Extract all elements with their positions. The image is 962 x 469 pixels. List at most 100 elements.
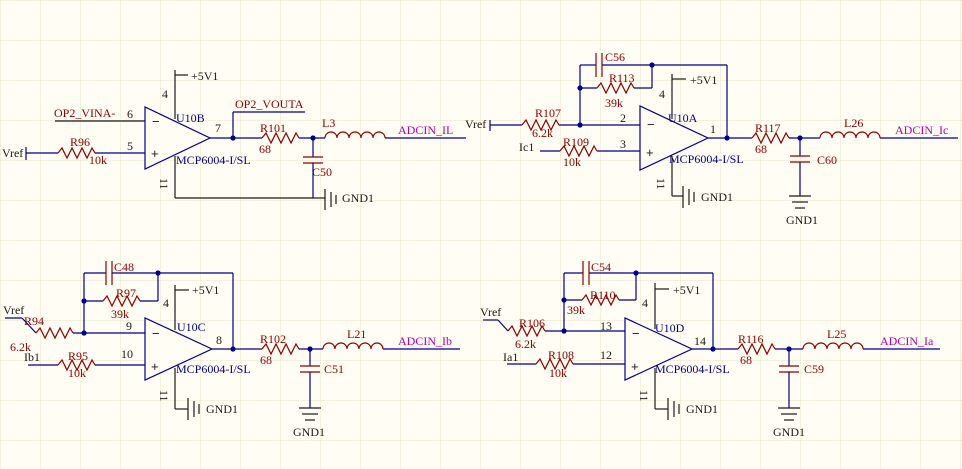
u10d-pin-vss: 11 xyxy=(637,390,651,402)
circuit-u10b: OP2_VINA- 6 Vref R96 10k 5 − + U10B MCP6… xyxy=(2,69,466,210)
u10c-pin-vdd: 4 xyxy=(163,296,169,310)
u10b-supply: +5V1 xyxy=(191,69,218,83)
u10d-ground-label: GND1 xyxy=(773,425,805,439)
u10b-cap: C50 xyxy=(312,165,332,179)
u10c-designator: U10C xyxy=(177,320,206,334)
u10a-opamp xyxy=(639,105,710,171)
u10a-inductor-label: L26 xyxy=(844,116,863,130)
svg-text:−: − xyxy=(152,114,160,129)
u10a-c-fb-label: C56 xyxy=(605,50,625,64)
u10c-cap-label: C51 xyxy=(324,362,344,376)
u10b-inductor xyxy=(324,131,386,139)
u10d-input-label: Ia1 xyxy=(503,350,518,364)
u10c-ground-amp-label: GND1 xyxy=(206,402,238,416)
u10a-r-in-val: 10k xyxy=(563,155,581,169)
u10c-input-label: Ib1 xyxy=(24,350,40,364)
svg-text:−: − xyxy=(632,326,640,341)
u10b-designator: U10B xyxy=(176,111,205,125)
u10a-pin-out: 1 xyxy=(710,122,716,136)
u10a-cap-label: C60 xyxy=(817,153,837,167)
u10d-r-out xyxy=(737,342,776,356)
u10d-supply: +5V1 xyxy=(673,283,700,297)
u10d-r-in xyxy=(535,357,574,371)
u10c-ground-label: GND1 xyxy=(293,425,325,439)
svg-text:+: + xyxy=(151,359,159,374)
u10b-net-out: ADCIN_IL xyxy=(398,123,453,137)
u10c-opamp xyxy=(144,317,214,381)
circuit-u10c: Vref R94 6.2k 9 C48 R97 39k Ib1 R95 10k … xyxy=(3,260,460,439)
u10a-inductor xyxy=(819,131,881,139)
u10d-vref-label: Vref xyxy=(480,305,501,319)
u10c-inductor-label: L21 xyxy=(347,327,366,341)
u10a-designator: U10A xyxy=(668,111,698,125)
u10c-r-out-ref: R102 xyxy=(260,332,286,346)
u10b-input-label: OP2_VINA- xyxy=(54,106,115,120)
u10a-pin-vss: 11 xyxy=(654,178,668,190)
u10d-pin-out: 14 xyxy=(694,334,706,348)
u10a-pin-vdd: 4 xyxy=(659,87,665,101)
u10c-r-fb xyxy=(102,294,141,308)
u10d-net-out: ADCIN_Ia xyxy=(880,334,934,348)
u10b-pin-inv: 6 xyxy=(127,107,133,121)
u10d-r-fb-label: R110 xyxy=(590,288,616,302)
u10c-vref-label: Vref xyxy=(3,303,24,317)
circuit-u10a: Vref R107 6.2k 2 C56 R113 39k Ic1 R109 1… xyxy=(465,50,958,227)
u10a-r-fb-label: R113 xyxy=(609,71,635,85)
u10d-r-fb xyxy=(581,293,620,307)
u10b-r-in-val: 10k xyxy=(89,153,107,167)
u10b-r-in-ref: R96 xyxy=(70,135,90,149)
u10c-r-out-val: 68 xyxy=(260,353,272,367)
u10d-pin-vdd: 4 xyxy=(642,296,648,310)
u10d-pin-noninv: 12 xyxy=(600,348,612,362)
u10a-ground-label: GND1 xyxy=(786,213,818,227)
u10d-r-in-label: R108 xyxy=(548,348,574,362)
u10a-pin-noninv: 3 xyxy=(620,137,626,151)
u10b-pin-out: 7 xyxy=(215,121,221,135)
u10d-cap-label: C59 xyxy=(804,362,824,376)
u10c-net-out: ADCIN_Ib xyxy=(398,334,452,348)
svg-text:+: + xyxy=(631,359,639,374)
u10c-pin-out: 8 xyxy=(216,333,222,347)
u10c-r-in-label: R95 xyxy=(68,349,88,363)
u10c-r-in-ref-label: R94 xyxy=(24,314,44,328)
u10b-r-in xyxy=(57,146,96,160)
u10d-r-fb-val: 39k xyxy=(567,303,585,317)
u10a-r-fb xyxy=(596,81,635,95)
u10c-r-fb-label: R97 xyxy=(116,286,136,300)
u10b-ground-label: GND1 xyxy=(342,191,374,205)
u10d-r-in-val: 10k xyxy=(549,366,567,380)
u10a-part: MCP6004-I/SL xyxy=(669,152,744,166)
u10b-inductor-label: L3 xyxy=(322,116,335,130)
u10d-r-in-ref-label: R106 xyxy=(519,316,545,330)
u10b-output-node-label: OP2_VOUTA xyxy=(235,97,304,111)
u10a-r-in-label: R109 xyxy=(563,135,589,149)
u10b-pin-vss: 11 xyxy=(157,178,171,190)
u10c-r-in-ref xyxy=(35,326,74,340)
u10d-r-in-ref-val: 6.2k xyxy=(515,337,536,351)
u10a-supply: +5V1 xyxy=(690,73,717,87)
svg-text:+: + xyxy=(151,146,159,161)
u10a-r-in xyxy=(559,144,598,158)
u10a-net-out: ADCIN_Ic xyxy=(895,123,948,137)
svg-text:−: − xyxy=(152,326,160,341)
u10c-inductor xyxy=(322,342,384,350)
u10a-r-out-val: 68 xyxy=(755,142,767,156)
u10c-r-in-val: 10k xyxy=(68,366,86,380)
u10b-pin-noninv: 5 xyxy=(127,139,133,153)
circuit-u10d: Vref R106 6.2k 13 C54 R110 39k Ia1 R108 … xyxy=(480,260,940,439)
u10c-pin-inv: 9 xyxy=(126,319,132,333)
u10b-opamp xyxy=(144,106,212,170)
u10a-pin-inv: 2 xyxy=(620,111,626,125)
u10d-designator: U10D xyxy=(655,321,685,335)
u10c-supply: +5V1 xyxy=(192,283,219,297)
u10c-part: MCP6004-I/SL xyxy=(176,362,251,376)
u10c-r-out xyxy=(261,342,300,356)
u10d-r-out-ref: R116 xyxy=(738,332,764,346)
u10a-r-in-ref-val: 6.2k xyxy=(532,126,553,140)
u10b-pin-vdd: 4 xyxy=(162,87,168,101)
u10a-vref-label: Vref xyxy=(465,117,486,131)
u10d-r-in-ref xyxy=(507,324,546,338)
u10c-r-in-ref-val: 6.2k xyxy=(10,340,31,354)
